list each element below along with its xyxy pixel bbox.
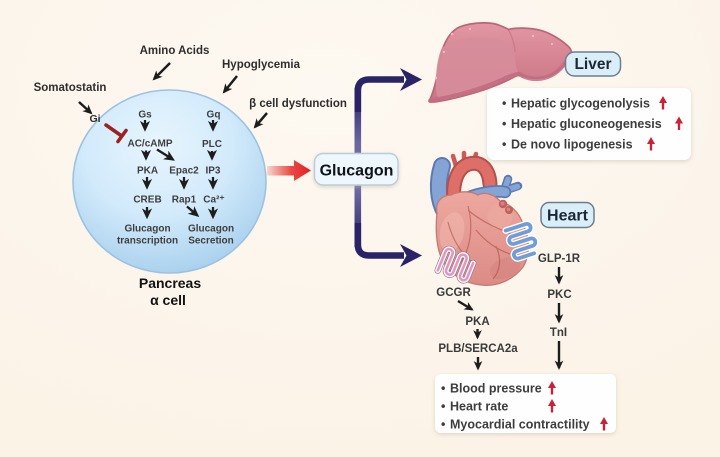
svg-text:IP3: IP3 bbox=[205, 166, 220, 177]
svg-text:•: • bbox=[502, 117, 506, 131]
svg-text:Hepatic gluconeogenesis: Hepatic gluconeogenesis bbox=[511, 117, 662, 131]
svg-text:Heart rate: Heart rate bbox=[450, 400, 508, 414]
svg-text:Gi: Gi bbox=[89, 113, 100, 125]
svg-text:De novo lipogenesis: De novo lipogenesis bbox=[511, 138, 633, 152]
svg-text:Gs: Gs bbox=[138, 110, 152, 121]
svg-text:Pancreas: Pancreas bbox=[139, 275, 201, 291]
svg-text:Blood pressure: Blood pressure bbox=[450, 382, 542, 396]
svg-text:Epac2: Epac2 bbox=[169, 166, 199, 177]
svg-text:CREB: CREB bbox=[133, 195, 161, 206]
svg-text:TnI: TnI bbox=[550, 327, 567, 339]
svg-text:Myocardial contractility: Myocardial contractility bbox=[450, 418, 590, 432]
svg-text:PKA: PKA bbox=[137, 166, 158, 177]
svg-text:•: • bbox=[441, 418, 445, 432]
svg-text:GLP-1R: GLP-1R bbox=[538, 253, 581, 265]
svg-text:Glucagon: Glucagon bbox=[124, 224, 170, 235]
svg-text:•: • bbox=[502, 97, 506, 111]
svg-text:Rap1: Rap1 bbox=[172, 195, 197, 206]
svg-text:Ca²⁺: Ca²⁺ bbox=[203, 195, 224, 206]
svg-text:PLC: PLC bbox=[202, 139, 222, 150]
svg-text:PKA: PKA bbox=[465, 316, 489, 328]
svg-text:Liver: Liver bbox=[574, 56, 611, 73]
svg-text:Hypoglycemia: Hypoglycemia bbox=[222, 59, 301, 71]
svg-text:β cell dysfunction: β cell dysfunction bbox=[249, 98, 347, 110]
svg-text:•: • bbox=[441, 382, 445, 396]
svg-text:Secretion: Secretion bbox=[188, 236, 234, 247]
svg-text:Gq: Gq bbox=[207, 110, 221, 121]
svg-text:Amino Acids: Amino Acids bbox=[140, 45, 210, 57]
svg-text:PKC: PKC bbox=[547, 289, 571, 301]
svg-text:AC/cAMP: AC/cAMP bbox=[127, 139, 172, 150]
svg-text:PLB/SERCA2a: PLB/SERCA2a bbox=[438, 343, 518, 355]
svg-text:•: • bbox=[441, 400, 445, 414]
svg-text:α cell: α cell bbox=[150, 292, 186, 308]
svg-text:GCGR: GCGR bbox=[436, 287, 471, 299]
svg-text:Glucagon: Glucagon bbox=[320, 163, 394, 180]
svg-text:•: • bbox=[502, 138, 506, 152]
svg-text:transcription: transcription bbox=[117, 236, 178, 247]
svg-text:Glucagon: Glucagon bbox=[188, 224, 234, 235]
svg-text:Somatostatin: Somatostatin bbox=[34, 82, 107, 94]
svg-text:Heart: Heart bbox=[547, 208, 589, 225]
svg-text:Hepatic glycogenolysis: Hepatic glycogenolysis bbox=[511, 97, 650, 111]
